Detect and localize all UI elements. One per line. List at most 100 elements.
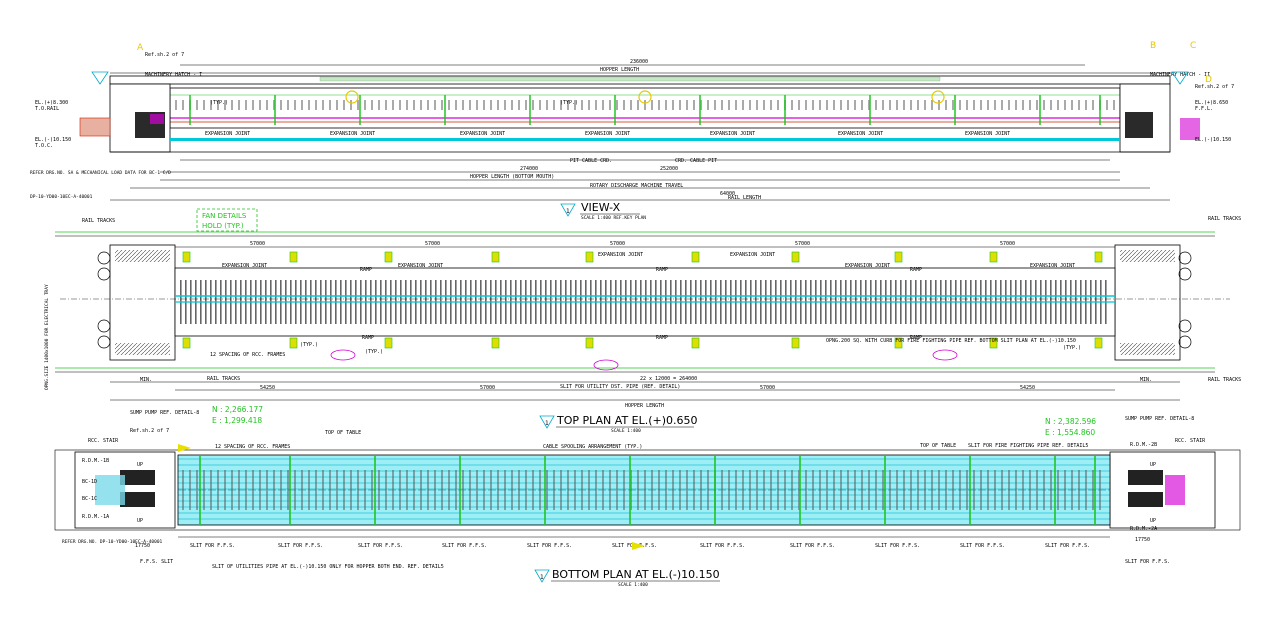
elevation-label: F.F.L. (1195, 106, 1213, 112)
elevation-label: T.O.C. (35, 143, 53, 149)
sump-pump-label: SUMP PUMP REF. DETAIL-8 (1125, 416, 1194, 422)
view-x-scale: SCALE 1:400 REF.KEY PLAN (581, 215, 646, 221)
rdm-label: R.D.M.-2A (1130, 526, 1157, 532)
view-x-section: 236000 HOPPER LENGTH (30, 41, 1234, 221)
min-label: MIN. (1140, 377, 1152, 383)
elevation-label: EL.(-)10.150 (1195, 137, 1231, 143)
column-marker (931, 90, 945, 104)
expansion-joint-label: EXPANSION JOINT (330, 131, 375, 137)
typ-label: (TYP.) (210, 100, 228, 106)
top-plan: RAIL TRACKS RAIL TRACKS RAIL TRACKS RAIL… (44, 208, 1241, 434)
fan-details-label: FAN DETAILS (202, 212, 247, 220)
min-label: MIN. (140, 377, 152, 383)
dimension-text: 57000 (1000, 241, 1015, 247)
slit-ffs-label: SLIT FOR F.F.S. (960, 543, 1005, 549)
fan-details-box (196, 208, 258, 232)
revision-triangle (91, 71, 109, 85)
right-machine-1 (1128, 470, 1163, 485)
top-of-table-label: TOP OF TABLE (325, 430, 361, 436)
ramp-label: RAMP (360, 267, 372, 273)
roof-grating (319, 76, 941, 82)
spacing-note: 12 SPACING OF RCC. FRAMES (210, 352, 285, 358)
opening-left-note-group: OPNG.SIZE 1400x1000 FOR ELECTRICAL TRAY (44, 284, 50, 390)
slit-ffs-label: SLIT FOR F.F.S. (358, 543, 403, 549)
section-marker-b: B (1150, 41, 1156, 51)
cable-spooling-label: CABLE SPOOLING ARRANGEMENT (TYP.) (543, 444, 642, 450)
title-triangle (539, 415, 555, 429)
slit-ffs-label: SLIT FOR F.F.S. (278, 543, 323, 549)
view-number: 1 (566, 208, 570, 215)
up-label: UP (1150, 518, 1156, 524)
section-marker-c: C (1190, 41, 1196, 51)
ramp-label: RAMP (656, 335, 668, 341)
typ-label: (TYP.) (560, 100, 578, 106)
east-left: E : 1,299.418 (212, 416, 262, 425)
up-label: UP (137, 462, 143, 468)
slit-ffs-label: SLIT FOR F.F.S. (875, 543, 920, 549)
dimension-text: 57000 (795, 241, 810, 247)
rdm-label: R.D.M.-2B (1130, 442, 1157, 448)
expansion-joint-label: EXPANSION JOINT (965, 131, 1010, 137)
dimension-text: 57000 (425, 241, 440, 247)
bottom-plan: N : 2,266.177 E : 1,299.418 N : 2,382.59… (54, 405, 1241, 588)
section-flag (632, 542, 645, 550)
rcc-stair-label: RCC. STAIR (1175, 438, 1206, 444)
expansion-joint-label: EXPANSION JOINT (205, 131, 250, 137)
hold-label: HOLD (TYP.) (202, 222, 244, 230)
dimension-text: 17750 (135, 543, 150, 549)
machinery-hatch-label: MACHINERY HATCH - II (1150, 72, 1210, 78)
expansion-joint-label: EXPANSION JOINT (710, 131, 755, 137)
expansion-joint-label: EXPANSION JOINT (730, 252, 775, 258)
expansion-joint-label: EXPANSION JOINT (845, 263, 890, 269)
bottom-plan-number: 1 (540, 574, 544, 581)
sump-pump-label: SUMP PUMP REF. DETAIL-8 (130, 410, 199, 416)
slit-ffs-label: SLIT FOR F.F.S. (700, 543, 745, 549)
bc-1c-machine (120, 492, 155, 507)
ramp-label: RAMP (910, 267, 922, 273)
rail-length-label: RAIL LENGTH (728, 195, 761, 201)
hopper-length-label: HOPPER LENGTH (600, 67, 639, 73)
elevation-label: EL.(+)8.650 (1195, 100, 1228, 106)
rail-track-label: RAIL TRACKS (1208, 377, 1241, 383)
typ-label: (TYP.) (1063, 345, 1081, 351)
north-left: N : 2,266.177 (212, 405, 263, 414)
column-marker (638, 90, 652, 104)
rdm-label: R.D.M.-1A (82, 514, 109, 520)
view-x-title: VIEW-X (581, 201, 621, 214)
ref-sheet-label: Ref.sh.2 of 7 (145, 52, 184, 58)
slit-ffs-label: SLIT FOR F.F.S. (442, 543, 487, 549)
slit-utility-label: SLIT FOR UTILITY DST. PIPE (REF. DETAIL) (560, 384, 680, 390)
slit-ffs-label: SLIT FOR F.F.S. (1045, 543, 1090, 549)
ffs-slit-label: F.F.S. SLIT (140, 559, 173, 565)
section-marker-d: D (1205, 75, 1212, 85)
opening-left-note: OPNG.SIZE 1400x1000 FOR ELECTRICAL TRAY (44, 284, 50, 390)
right-end-pit-bottom (1109, 451, 1216, 529)
up-label: UP (1150, 462, 1156, 468)
rotary-travel-label: ROTARY DISCHARGE MACHINE TRAVEL (590, 183, 683, 189)
bc-label: BC-1C (82, 496, 97, 502)
slit-ffs-label: SLIT FOR F.F.S. (1125, 559, 1170, 565)
rdm-label: R.D.M.-1B (82, 458, 109, 464)
left-end-pit (109, 244, 176, 361)
opening-marker (932, 349, 958, 361)
elevation-label: EL.(+)8.300 (35, 100, 68, 106)
title-triangle (560, 203, 576, 217)
expansion-joint-label: EXPANSION JOINT (1030, 263, 1075, 269)
elevation-label: EL.(-)10.150 (35, 137, 71, 143)
section-flag (178, 444, 191, 452)
dimension-text: 57000 (610, 241, 625, 247)
dimension-text: 17750 (1135, 537, 1150, 543)
dimension-text: 252000 (660, 166, 678, 172)
bottom-plan-outline (54, 449, 1241, 531)
elevation-label: T.O.RAIL (35, 106, 59, 112)
crd-cable-pit-label: CRD. CABLE PIT (675, 158, 717, 164)
title-triangle (534, 569, 550, 583)
pit-cable-label: PIT CABLE CRD. (570, 158, 612, 164)
expansion-joint-label: EXPANSION JOINT (460, 131, 505, 137)
expansion-joint-label: EXPANSION JOINT (838, 131, 883, 137)
dimension-text: 57000 (480, 385, 495, 391)
top-plan-number: 1 (545, 420, 549, 427)
pipe-cyan (170, 138, 1120, 141)
slit-utilities-note: SLIT OF UTILITIES PIPE AT EL.(-)10.150 O… (212, 564, 444, 570)
